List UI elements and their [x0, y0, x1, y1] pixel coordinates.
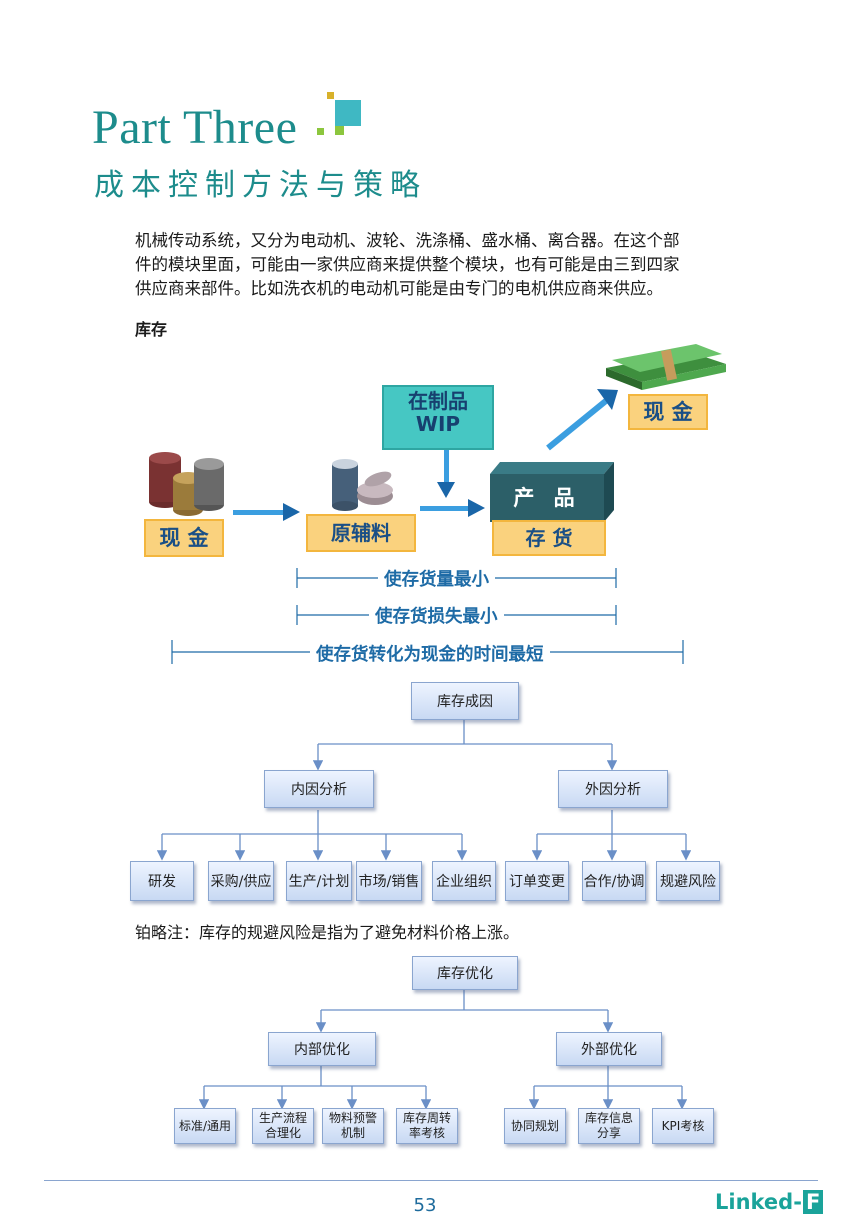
- money-stack-icon: [606, 344, 726, 390]
- cause-item: 市场/销售: [356, 861, 422, 901]
- optimization-item: 标准/通用: [174, 1108, 236, 1144]
- cause-item: 合作/协调: [582, 861, 646, 901]
- note-text: 铂略注：库存的规避风险是指为了避免材料价格上涨。: [135, 923, 520, 942]
- optimization-item: 物料预警 机制: [322, 1108, 384, 1144]
- inventory-box: 存 货: [492, 520, 606, 556]
- optimization-item: 库存周转 率考核: [396, 1108, 458, 1144]
- section-heading: 库存: [135, 320, 168, 339]
- rule-label-1: 使存货量最小: [378, 566, 495, 591]
- coins-icon: [149, 452, 224, 516]
- rule-label-2: 使存货损失最小: [369, 603, 504, 628]
- product-box: 产 品: [490, 474, 604, 522]
- cause-item: 规避风险: [656, 861, 720, 901]
- optimization-chart-connectors: [198, 988, 688, 1110]
- page-number: 53: [413, 1195, 437, 1216]
- product-box-3d: [490, 462, 614, 522]
- optimization-item: 生产流程 合理化: [252, 1108, 314, 1144]
- paragraph-line: 机械传动系统，又分为电动机、波轮、洗涤桶、盛水桶、离合器。在这个部: [135, 231, 680, 250]
- cash-box-left: 现 金: [144, 519, 224, 557]
- rule-label-3: 使存货转化为现金的时间最短: [310, 641, 550, 666]
- intro-paragraph: 机械传动系统，又分为电动机、波轮、洗涤桶、盛水桶、离合器。在这个部 件的模块里面…: [135, 229, 725, 301]
- cause-item: 研发: [130, 861, 194, 901]
- external-causes-node: 外因分析: [558, 770, 668, 808]
- part-title: Part Three: [92, 101, 298, 154]
- wip-box: 在制品 WIP: [382, 385, 494, 450]
- footer-divider: [44, 1180, 818, 1181]
- causes-chart-connectors: [156, 720, 692, 861]
- internal-causes-node: 内因分析: [264, 770, 374, 808]
- cause-item: 订单变更: [505, 861, 569, 901]
- brand-mark: F: [802, 1190, 824, 1214]
- materials-cans-icon: [332, 459, 393, 511]
- paragraph-line: 供应商来部件。比如洗衣机的电动机可能是由专门的电机供应商来供应。: [135, 279, 663, 298]
- optimization-item: 库存信息 分享: [578, 1108, 640, 1144]
- brand-logo: Linked-F: [715, 1190, 824, 1214]
- wip-down-arrow: [437, 448, 455, 498]
- paragraph-line: 件的模块里面，可能由一家供应商来提供整个模块，也有可能是由三到四家: [135, 255, 680, 274]
- cash-box-right: 现 金: [628, 394, 708, 430]
- optimization-root-node: 库存优化: [412, 956, 518, 990]
- cause-item: 生产/计划: [286, 861, 352, 901]
- internal-optimization-node: 内部优化: [268, 1032, 376, 1066]
- cause-item: 企业组织: [432, 861, 496, 901]
- cause-item: 采购/供应: [208, 861, 274, 901]
- flow-arrow: [233, 499, 485, 521]
- part-subtitle: 成本控制方法与策略: [94, 168, 427, 203]
- wip-label: 在制品: [408, 389, 468, 413]
- brand-name: Linked-: [715, 1190, 802, 1214]
- wip-label-en: WIP: [415, 412, 461, 436]
- optimization-item: KPI考核: [652, 1108, 714, 1144]
- causes-root-node: 库存成因: [411, 682, 519, 720]
- external-optimization-node: 外部优化: [556, 1032, 662, 1066]
- up-arrow-to-cash: [546, 389, 618, 451]
- inventory-flow-diagram: [149, 344, 726, 664]
- optimization-item: 协同规划: [504, 1108, 566, 1144]
- materials-box: 原辅料: [306, 514, 416, 552]
